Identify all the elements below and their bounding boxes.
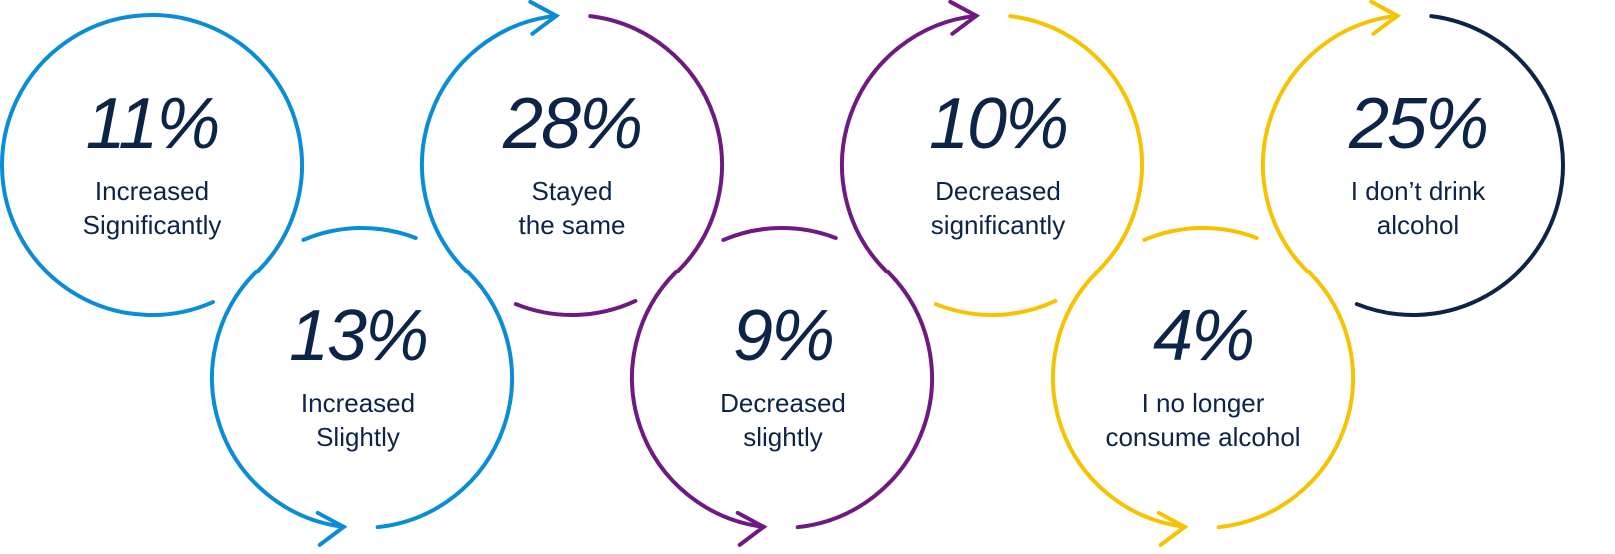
label-line: consume alcohol xyxy=(1105,422,1301,452)
ring-arc xyxy=(301,226,418,242)
percent-value: 9% xyxy=(732,296,835,376)
ring-arc xyxy=(1051,269,1187,529)
stat-label: I don’t drink alcohol xyxy=(1268,174,1568,242)
ring-arc xyxy=(795,269,934,530)
percent-value: 28% xyxy=(502,84,643,164)
label-line: alcohol xyxy=(1376,210,1460,240)
arrowhead-icon xyxy=(315,510,348,547)
label-line: the same xyxy=(518,210,626,240)
percent-value: 13% xyxy=(288,296,429,376)
ring-arc xyxy=(1354,14,1565,317)
arrowhead-icon xyxy=(735,510,768,547)
percent-value: 11% xyxy=(85,84,221,164)
stat-label: Decreased significantly xyxy=(848,174,1148,242)
ring-arc xyxy=(420,13,559,274)
label-line: Significantly xyxy=(82,210,222,240)
ring-arc xyxy=(375,269,514,530)
stat-label: Stayed the same xyxy=(422,174,722,242)
percent-value: 10% xyxy=(928,84,1069,164)
ring-arc xyxy=(630,269,766,529)
label-line: I no longer xyxy=(1141,388,1265,418)
ring-arc xyxy=(1008,14,1144,274)
label-line: Decreased xyxy=(935,176,1061,206)
stat-label: Decreased slightly xyxy=(633,386,933,454)
label-line: I don’t drink xyxy=(1350,176,1486,206)
ring-arc xyxy=(933,298,1058,317)
percent-value: 4% xyxy=(1152,296,1255,376)
label-line: slightly xyxy=(743,422,823,452)
ring-arc xyxy=(588,14,724,274)
ring-arc xyxy=(1261,13,1400,274)
ring-arc xyxy=(210,269,346,529)
arrowhead-icon xyxy=(1156,510,1189,547)
ring-arc xyxy=(1216,269,1355,530)
arrowhead-icon xyxy=(948,0,981,36)
stat-label: I no longer consume alcohol xyxy=(1053,386,1353,454)
label-line: Increased xyxy=(94,176,210,206)
label-line: Decreased xyxy=(720,388,846,418)
arrowhead-icon xyxy=(528,0,561,36)
percent-value: 25% xyxy=(1348,84,1489,164)
label-line: Stayed xyxy=(531,176,613,206)
arrowhead-icon xyxy=(1369,0,1402,36)
ring-arc xyxy=(513,298,638,317)
ring-arc xyxy=(1142,226,1259,242)
label-line: Slightly xyxy=(316,422,400,452)
ring-arc xyxy=(721,226,838,242)
label-line: significantly xyxy=(930,210,1066,240)
label-line: Increased xyxy=(300,388,416,418)
ring-arc xyxy=(0,13,304,317)
ring-arc xyxy=(840,13,979,274)
